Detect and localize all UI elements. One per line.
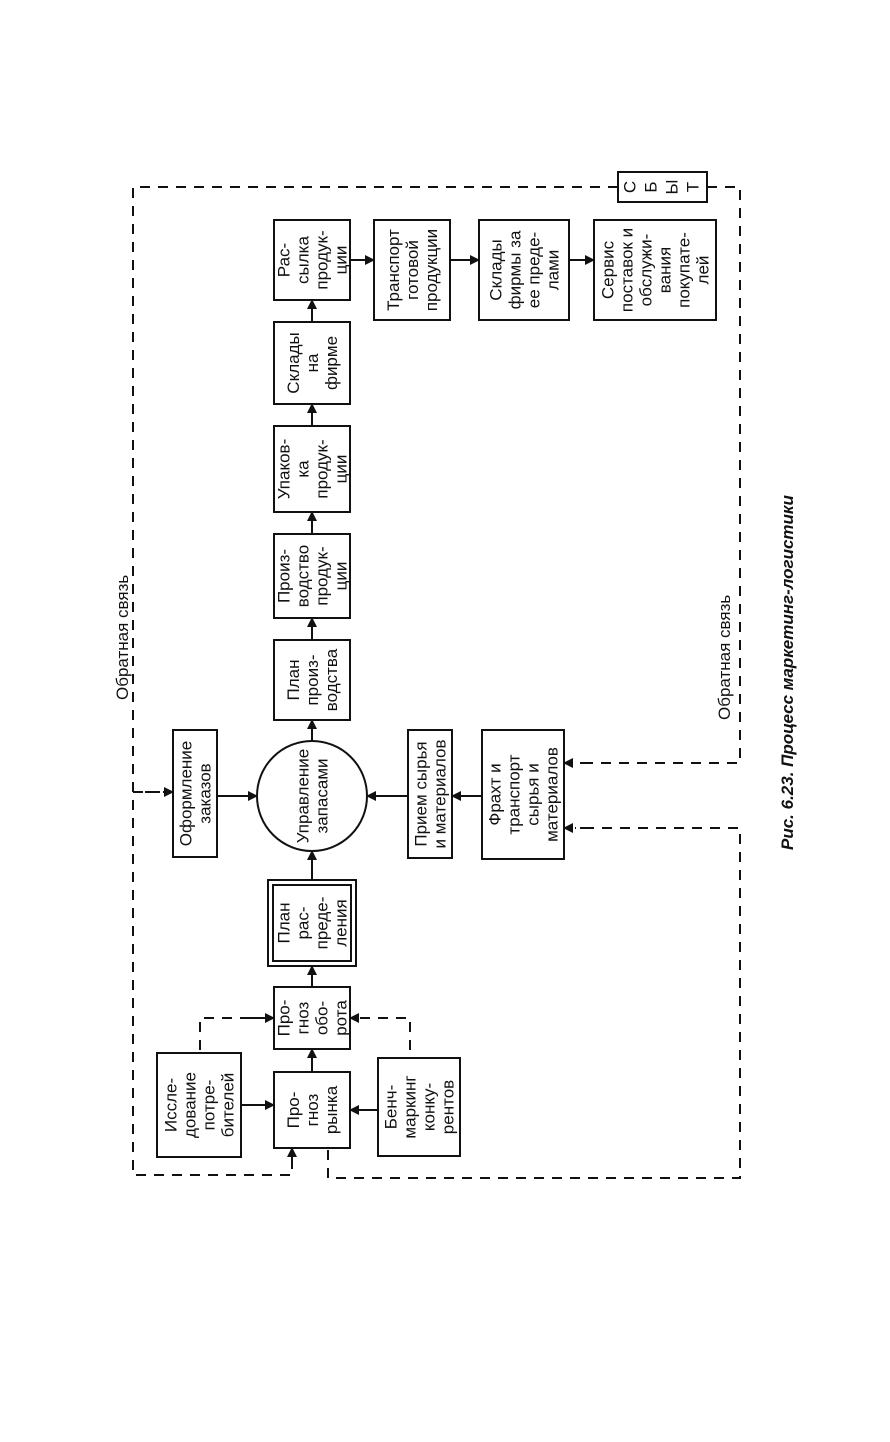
distribution-plan-node: Планрас-преде-ления — [267, 879, 357, 967]
research-to-turnover-link — [199, 1017, 268, 1050]
node-label: Про-гнозобо-рота — [275, 1000, 351, 1037]
feedback-label-bottom: Обратная связь — [715, 595, 734, 720]
feedback-label-top: Обратная связь — [113, 575, 132, 700]
node-label: Рас-сылкапродук-ции — [275, 230, 351, 289]
node-label: Фрахт итранспортсырья иматериалов — [486, 747, 562, 842]
feedback-loop-outer — [132, 186, 741, 1179]
benchmark-to-turnover-link — [356, 1017, 411, 1050]
node-label: Складынафирме — [284, 332, 341, 393]
node-label: Оформлениезаказов — [177, 741, 215, 847]
node-label: Про-гнозрынка — [284, 1085, 341, 1134]
raw-receipt-node: Прием сырьяи материалов — [407, 729, 453, 859]
node-label: Бенч-маркингконку-рентов — [382, 1075, 458, 1138]
node-label: Планрас-преде-ления — [275, 897, 351, 950]
sales-letter: Т — [683, 182, 702, 192]
node-label: Иссле-дованиепотре-бителей — [162, 1072, 238, 1138]
feedback-to-freight-bottom — [327, 827, 741, 1179]
sales-letter: Б — [641, 181, 660, 192]
sales-letter: Ы — [662, 179, 681, 194]
sales-letter: С — [620, 181, 639, 193]
dispatch-node: Рас-сылкапродук-ции — [273, 219, 351, 301]
node-label: Складыфирмы заее преде-лами — [487, 230, 563, 309]
node-label: Произ-водствопродук-ции — [275, 545, 351, 607]
consumer-research-node: Иссле-дованиепотре-бителей — [156, 1052, 242, 1158]
customer-service-node: Сервиспоставок иобслужи-ванияпокупате-ле… — [593, 219, 717, 321]
production-plan-node: Планпроиз-водства — [273, 639, 351, 721]
production-node: Произ-водствопродук-ции — [273, 533, 351, 619]
node-label: Транспортготовойпродукции — [384, 229, 441, 311]
packaging-node: Упаков-капродук-ции — [273, 425, 351, 513]
feedback-to-freight-top — [575, 186, 741, 764]
turnover-forecast-node: Про-гнозобо-рота — [273, 986, 351, 1050]
finished-transport-node: Транспортготовойпродукции — [373, 219, 451, 321]
node-label: Сервиспоставок иобслужи-ванияпокупате-ле… — [599, 228, 713, 312]
node-label: Планпроиз-водства — [284, 648, 341, 711]
figure-caption: Рис. 6.23. Процесс маркетинг-логистики — [778, 494, 797, 850]
inventory-management-label: Управлениезапасами — [294, 749, 332, 844]
flow-arrows — [145, 255, 595, 1165]
freight-transport-node: Фрахт итранспортсырья иматериалов — [481, 729, 565, 860]
market-forecast-node: Про-гнозрынка — [273, 1071, 351, 1149]
warehouses-firm-node: Складынафирме — [273, 321, 351, 405]
node-label: Упаков-капродук-ции — [275, 439, 351, 499]
node-label: Прием сырьяи материалов — [412, 739, 450, 848]
external-warehouses-node: Складыфирмы заее преде-лами — [478, 219, 570, 321]
order-processing-node: Оформлениезаказов — [172, 729, 218, 858]
benchmarking-node: Бенч-маркингконку-рентов — [377, 1057, 461, 1157]
